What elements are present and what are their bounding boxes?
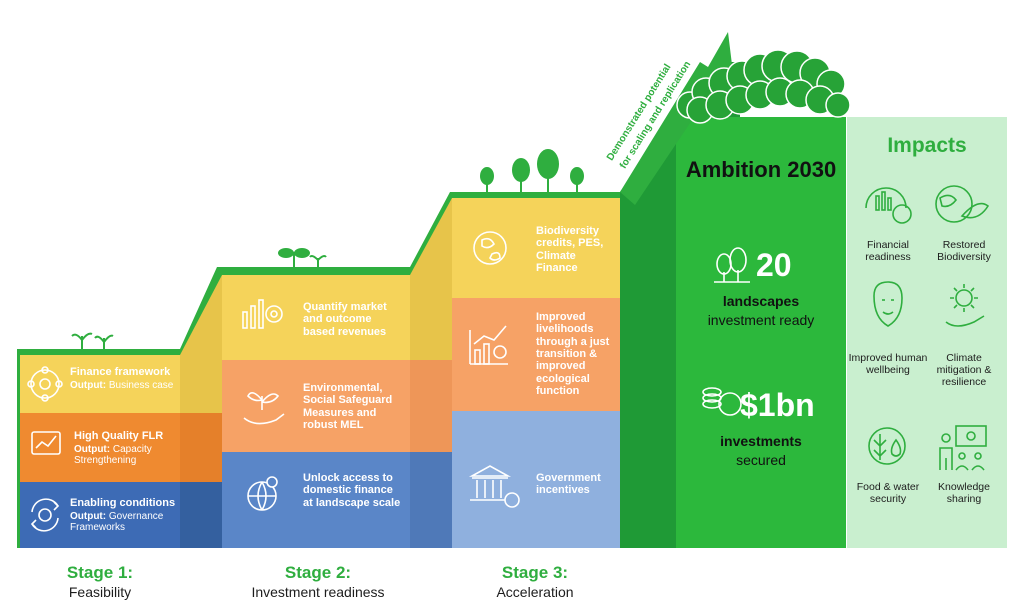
connector-yellow-2 [410, 198, 452, 360]
stage1-block-enabling [20, 482, 180, 548]
small-trees-icon [480, 149, 584, 192]
sun-hand-icon [945, 284, 985, 327]
ambition-title: Ambition 2030 [685, 157, 837, 182]
connector-blue-2 [410, 452, 452, 548]
stage1-flr-output: Output: Capacity Strengthening [74, 444, 152, 467]
stage2-block-domestic [222, 452, 410, 548]
cycle-icon [30, 498, 60, 532]
stage3-title: Stage 3: [501, 563, 569, 582]
stage1-subtitle: Feasibility [68, 584, 132, 600]
tablet-chart-icon [31, 431, 61, 455]
stage3-subtitle: Acceleration [496, 584, 574, 600]
network-icon [27, 366, 63, 402]
stage3-livelihoods-text: Improved livelihoods through a just tran… [536, 311, 610, 397]
hand-plant-icon [243, 392, 285, 425]
presentation-icon [939, 425, 987, 471]
connector-orange-2 [410, 360, 452, 452]
impact-human-wellbeing: Improved human wellbeing [848, 352, 928, 376]
earth-leaves-icon [473, 231, 507, 265]
financial-readiness-icon [865, 187, 912, 224]
stage2-safeguard-text: Environmental, Social Safeguard Measures… [303, 382, 393, 431]
government-building-icon [468, 465, 520, 508]
impacts-title: Impacts [887, 134, 967, 157]
ambition-investments-number: $1bn [740, 387, 815, 423]
stage1-enabling-title: Enabling conditions [70, 497, 176, 509]
stage3-credits-text: Biodiversity credits, PES, Climate Finan… [536, 225, 604, 274]
stage2-domestic-text: Unlock access to domestic finance at lan… [303, 472, 401, 509]
stage1-block-flr [20, 413, 180, 482]
ambition-landscapes-number: 20 [756, 247, 792, 283]
globe-leaf-icon [935, 185, 990, 223]
impacts-panel [847, 117, 1007, 548]
stage1-block-finance [20, 355, 180, 413]
ambition-landscapes-label: landscapes [722, 293, 800, 309]
stage2-title: Stage 2: [284, 563, 352, 582]
stage1-enabling-output: Output: Governance Frameworks [70, 511, 164, 534]
impact-food-water-security: Food & water security [856, 481, 920, 505]
stage2-block-safeguard [222, 360, 410, 452]
stage1-flr-title: High Quality FLR [74, 430, 164, 442]
stage3-block-credits [452, 198, 620, 298]
coins-icon [702, 387, 742, 416]
stage3-block-government [452, 411, 620, 548]
plant-icon [278, 248, 327, 267]
impact-restored-biodiversity: Restored Biodiversity [937, 239, 991, 263]
impact-financial-readiness: Financial readiness [865, 239, 911, 263]
growth-chart-icon [469, 325, 508, 365]
scaling-arrow-icon [620, 32, 733, 205]
globe-pin-icon [247, 476, 278, 511]
ambition-landscapes-sub: investment ready [707, 312, 815, 328]
stage3-government-text: Government incentives [536, 472, 601, 497]
grain-drop-icon [868, 427, 906, 465]
stage2-block-market [222, 275, 410, 360]
sprout-icon [71, 332, 114, 349]
stage1-finance-output: Output: Business case [70, 380, 174, 391]
trees-icon [714, 247, 750, 283]
stage1-finance-title: Finance framework [70, 366, 171, 378]
stage2-subtitle: Investment readiness [251, 584, 385, 600]
connector-orange-1 [180, 413, 222, 482]
ambition-investments-sub: secured [736, 452, 786, 468]
face-icon [873, 281, 903, 327]
target-chart-icon [242, 299, 283, 329]
impact-climate-mitigation: Climate mitigation & resilience [936, 352, 992, 388]
ambition-investments-label: investments [720, 433, 802, 449]
forest-icon [676, 49, 851, 124]
impact-knowledge-sharing: Knowledge sharing [938, 481, 990, 505]
stage1-title: Stage 1: [66, 563, 134, 582]
stage2-market-text: Quantify market and outcome based revenu… [303, 301, 387, 338]
connector-blue-1 [180, 482, 222, 548]
connector-yellow-1 [180, 275, 222, 413]
ambition-panel [676, 117, 846, 548]
